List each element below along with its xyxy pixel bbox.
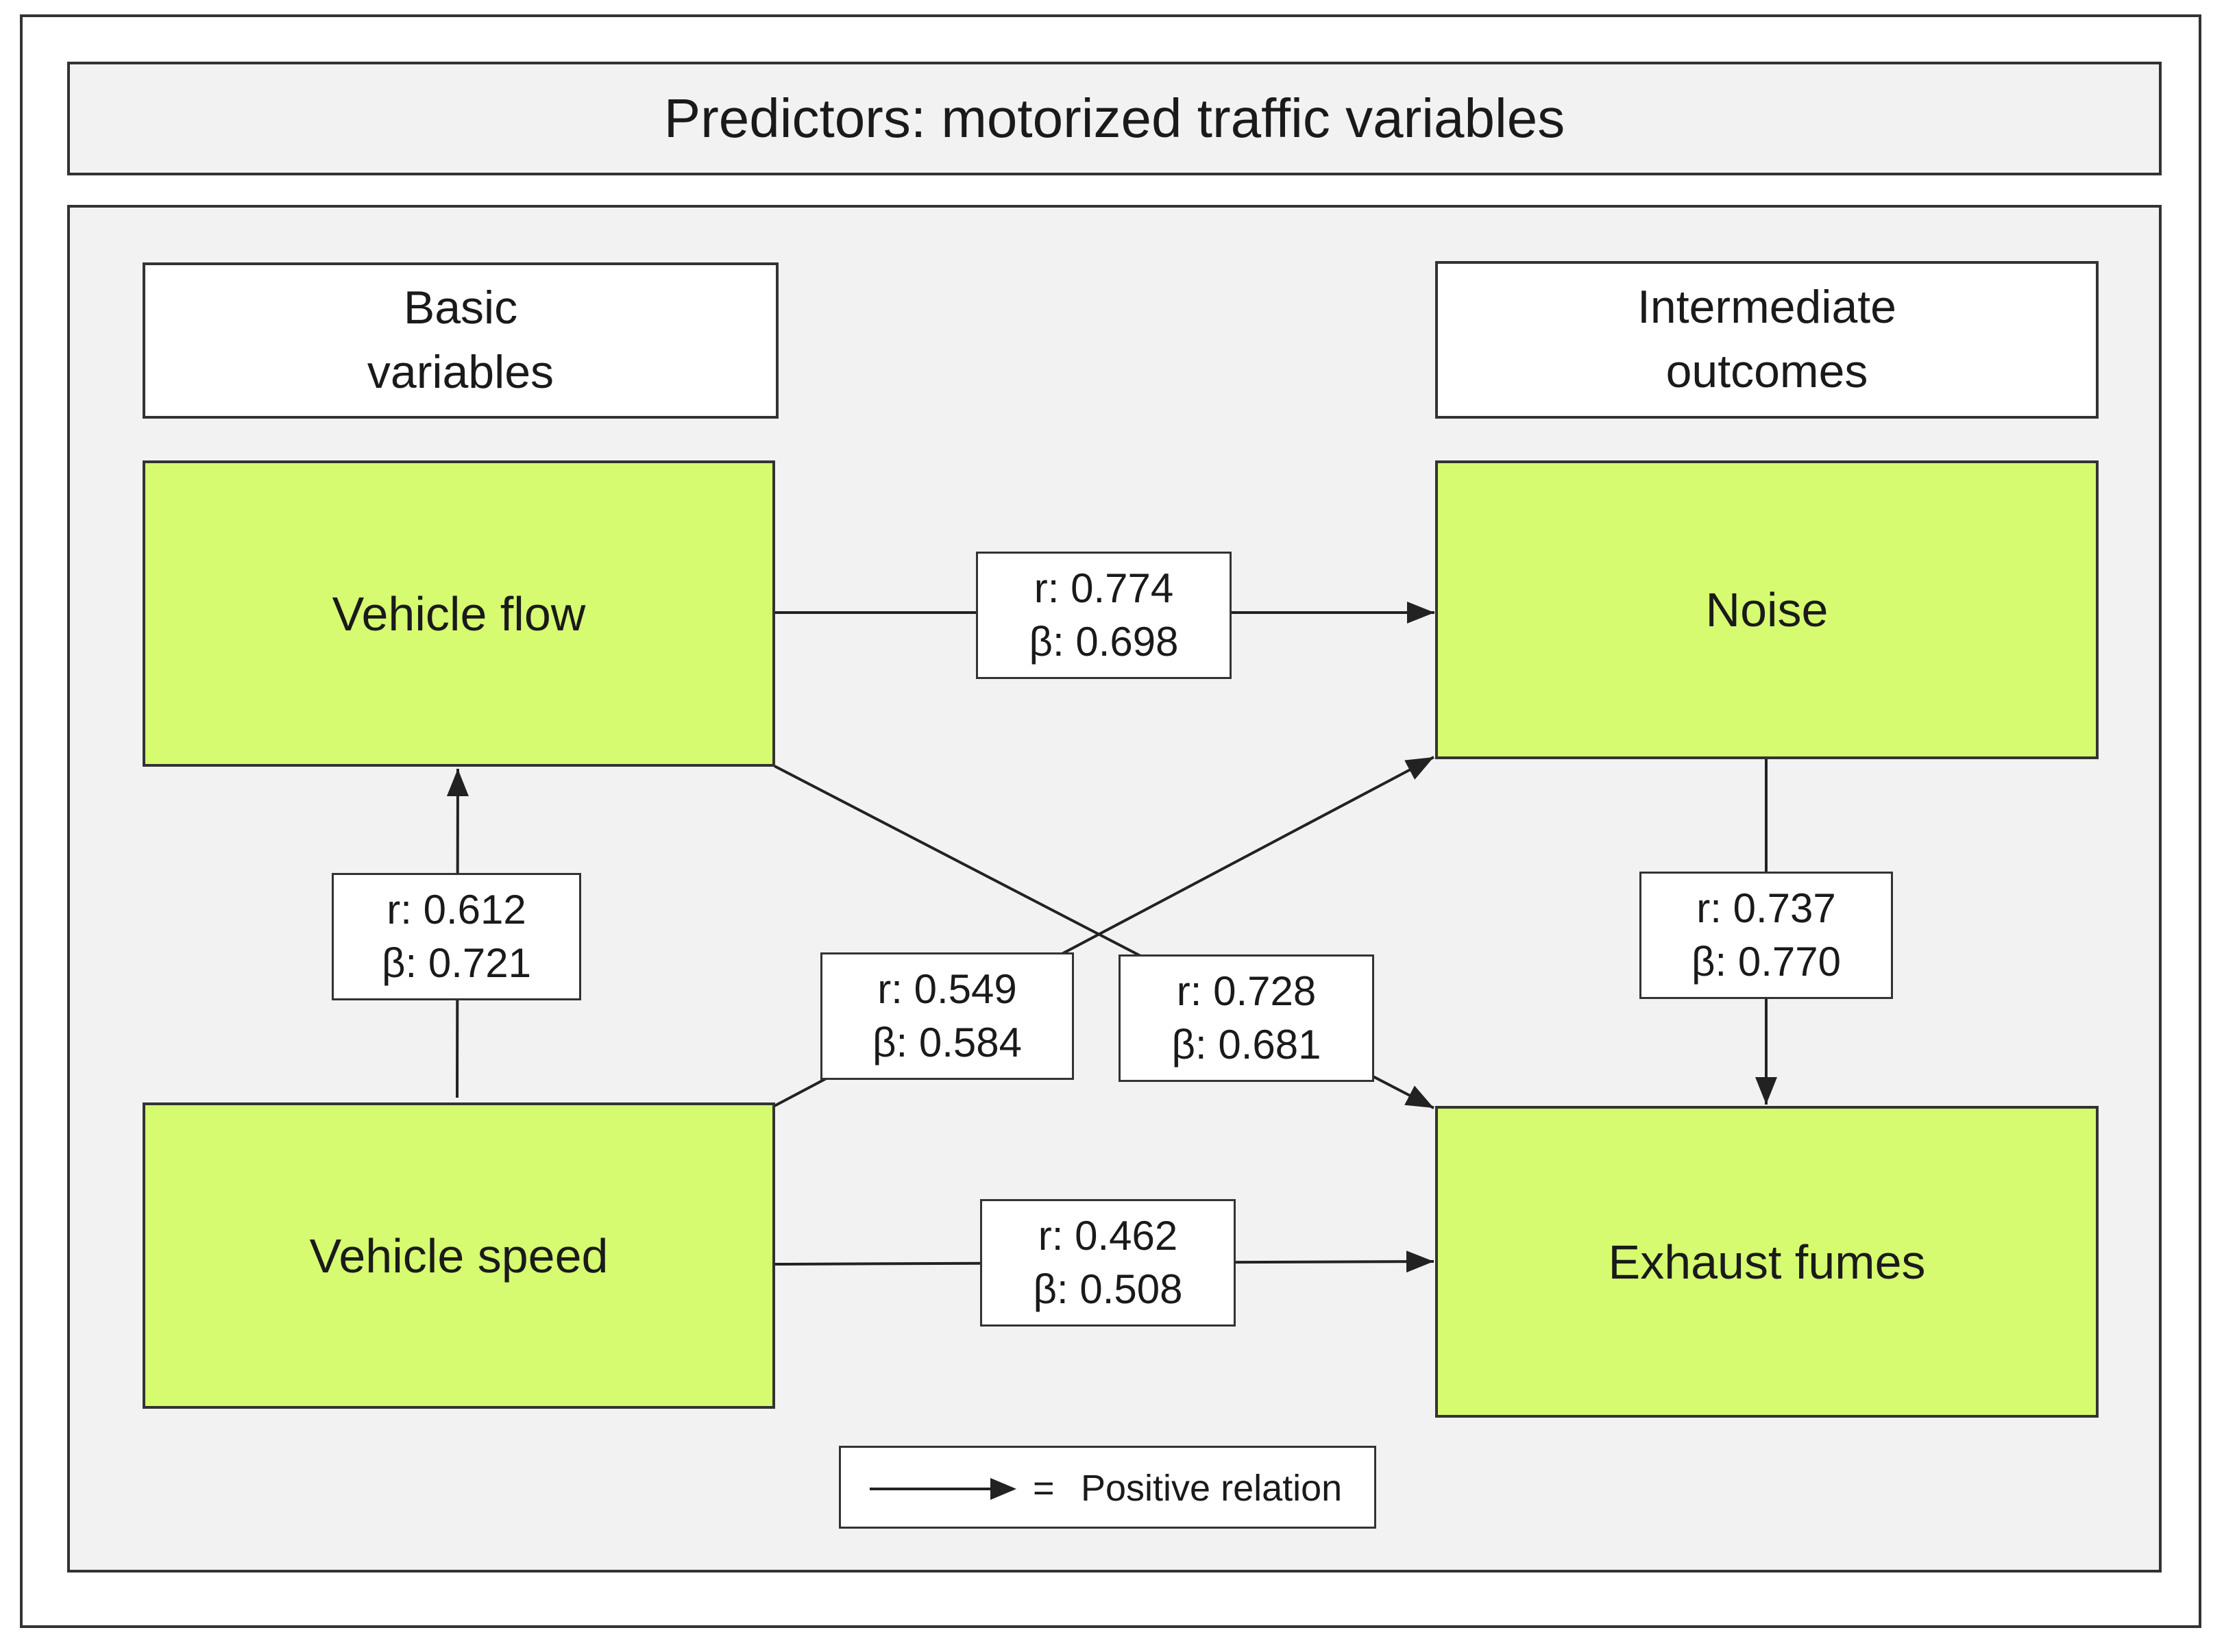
edge-label-speed-to-exhaust: r: 0.462 β: 0.508 [980,1199,1236,1327]
edge-beta-value: β: 0.698 [1029,619,1179,665]
edge-beta-value: β: 0.508 [1033,1266,1183,1312]
node-noise: Noise [1435,460,2099,759]
edge-beta-value: β: 0.770 [1691,939,1841,985]
edge-label-flow-to-exhaust: r: 0.728 β: 0.681 [1119,954,1374,1082]
edge-beta-value: β: 0.584 [872,1020,1022,1065]
edge-r-value: r: 0.737 [1696,885,1836,931]
node-vehicle-flow: Vehicle flow [143,460,775,767]
node-vehicle-speed: Vehicle speed [143,1102,775,1409]
intermediate-outcomes-header: Intermediate outcomes [1435,261,2099,419]
edge-r-value: r: 0.549 [877,966,1017,1012]
edge-r-value: r: 0.774 [1034,565,1174,611]
edge-label-noise-to-exhaust: r: 0.737 β: 0.770 [1639,872,1893,999]
edge-label-flow-to-noise: r: 0.774 β: 0.698 [976,552,1232,679]
basic-variables-header: Basic variables [143,262,779,419]
edge-label-speed-to-noise: r: 0.549 β: 0.584 [820,952,1074,1080]
edge-label-speed-to-flow: r: 0.612 β: 0.721 [332,873,581,1000]
legend-equals: = [1033,1468,1055,1509]
edge-r-value: r: 0.462 [1038,1213,1178,1259]
legend: = Positive relation [839,1446,1376,1529]
edge-beta-value: β: 0.681 [1171,1022,1321,1068]
legend-arrow-icon [870,1478,1016,1500]
legend-label: Positive relation [1081,1468,1343,1509]
diagram-title: Predictors: motorized traffic variables [67,62,2162,175]
node-exhaust-fumes: Exhaust fumes [1435,1106,2099,1418]
edge-r-value: r: 0.612 [387,887,526,933]
edge-r-value: r: 0.728 [1176,968,1317,1014]
edge-beta-value: β: 0.721 [382,940,531,986]
